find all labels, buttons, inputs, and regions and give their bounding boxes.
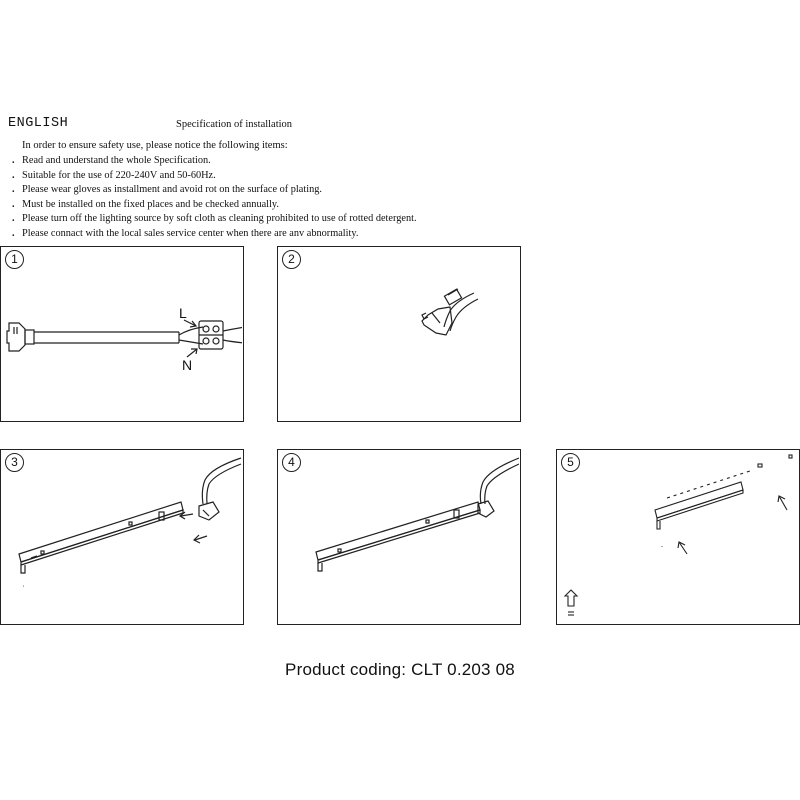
step-3-panel: ' 3	[0, 449, 244, 625]
list-item: .Please connact with the local sales ser…	[12, 227, 359, 239]
step-number: 4	[282, 453, 301, 472]
step-5-illustration: -	[563, 454, 793, 616]
safety-list: .Read and understand the whole Specifica…	[12, 154, 417, 242]
step-4-panel: 4	[277, 449, 521, 625]
list-item: .Read and understand the whole Specifica…	[12, 155, 211, 166]
safety-intro: In order to ensure safety use, please no…	[22, 140, 288, 151]
list-item: .Must be installed on the fixed places a…	[12, 198, 279, 210]
step-1-panel: 1 L N	[0, 246, 244, 422]
step-number: 1	[5, 250, 24, 269]
product-coding: Product coding: CLT 0.203 08	[285, 660, 515, 679]
step-4-illustration	[315, 457, 519, 572]
step-number: 3	[5, 453, 24, 472]
live-wire-label: L	[179, 305, 187, 321]
step-1-illustration	[6, 319, 242, 358]
step-number: 2	[282, 250, 301, 269]
list-item: .Please wear gloves as installment and a…	[12, 184, 322, 196]
step-5-panel: - 5	[556, 449, 800, 625]
language-label: ENGLISH	[8, 116, 69, 131]
svg-text:': '	[23, 586, 24, 592]
step-2-panel: 2	[277, 246, 521, 422]
neutral-wire-label: N	[182, 357, 193, 373]
step-number: 5	[561, 453, 580, 472]
list-item: .Suitable for the use of 220-240V and 50…	[12, 169, 216, 181]
step-3-illustration: '	[18, 457, 242, 592]
document-title: Specification of installation	[176, 119, 293, 130]
list-item: .Please turn off the lighting source by …	[12, 213, 417, 225]
step-2-illustration	[421, 288, 479, 336]
svg-text:-: -	[661, 544, 663, 550]
